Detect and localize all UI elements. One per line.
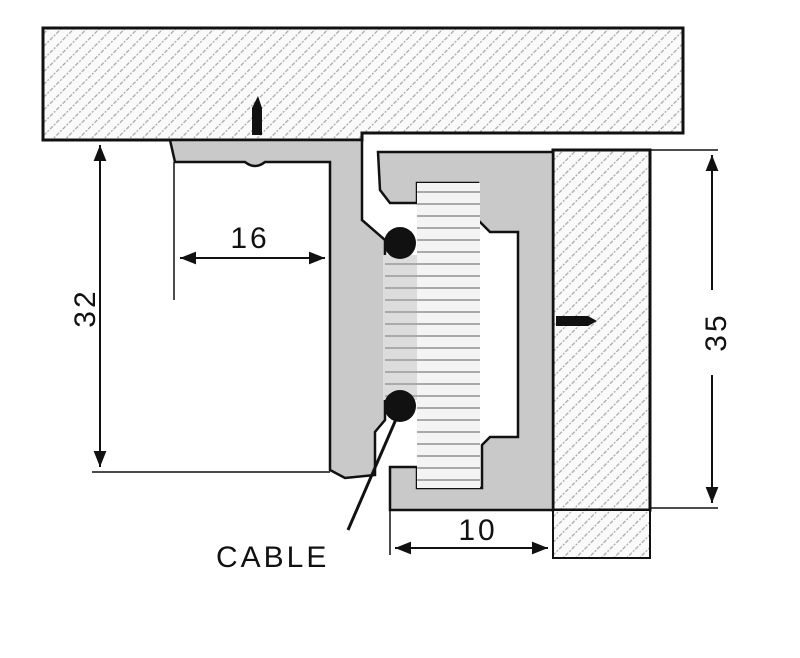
top-board bbox=[41, 26, 685, 142]
cable-dot-top bbox=[384, 227, 416, 259]
dim-32-label: 32 bbox=[69, 288, 102, 327]
screw-top bbox=[252, 96, 262, 135]
cable-leader bbox=[346, 409, 402, 531]
right-board bbox=[551, 148, 652, 512]
screw-right bbox=[556, 316, 597, 326]
cable-label: CABLE bbox=[216, 541, 329, 574]
dim-10-label: 10 bbox=[458, 514, 497, 547]
dim-35-label: 35 bbox=[700, 312, 733, 351]
left-profile bbox=[168, 138, 387, 480]
dim-16-label: 16 bbox=[230, 222, 269, 255]
rack bbox=[383, 183, 480, 488]
right-board-lower bbox=[552, 509, 651, 559]
cable-dot-bottom bbox=[384, 390, 416, 422]
